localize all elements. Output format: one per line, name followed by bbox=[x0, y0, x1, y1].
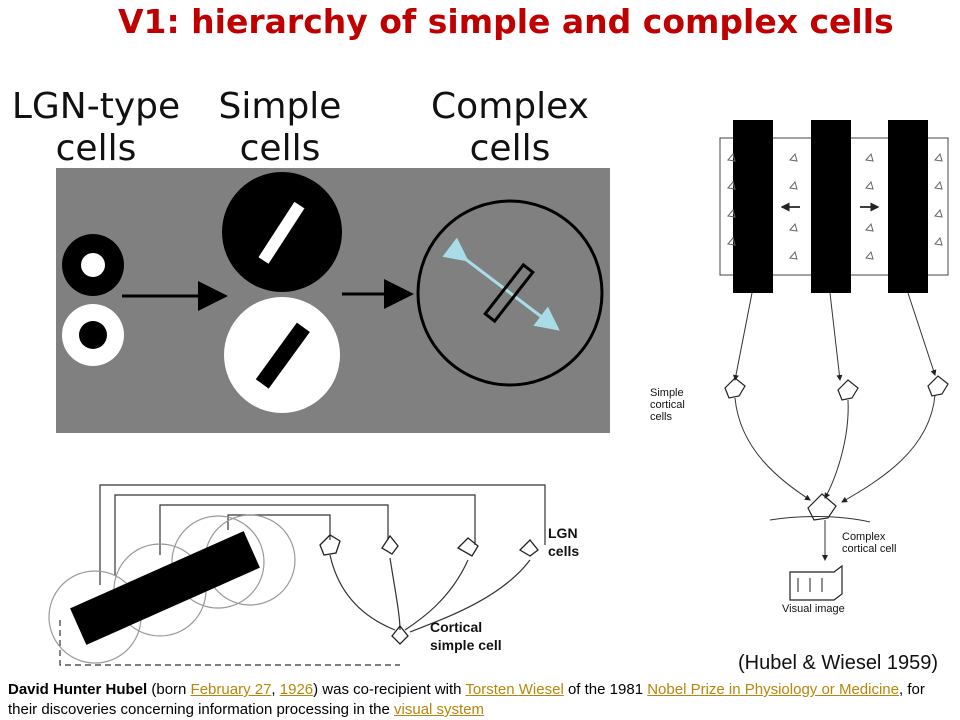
lgn-cell-1 bbox=[319, 534, 341, 556]
caption-text-5: , for their discoveries concerning infor… bbox=[8, 681, 925, 718]
slide-title: V1: hierarchy of simple and complex cell… bbox=[118, 2, 894, 41]
lgn-cell-3 bbox=[456, 537, 479, 557]
simple-cortical-cells-label: Simple cortical cells bbox=[650, 387, 688, 423]
lgn-off-center-cell bbox=[62, 304, 124, 366]
simple-heading-line1: Simple bbox=[218, 86, 342, 127]
complex-cell bbox=[416, 199, 604, 387]
caption: David Hunter Hubel (born February 27, 19… bbox=[8, 680, 958, 720]
caption-text-1: (born bbox=[147, 681, 191, 698]
lgn-receptive-field-3 bbox=[171, 515, 265, 609]
lgn-heading-line1: LGN-type bbox=[11, 86, 181, 127]
stimulus-bar-3 bbox=[888, 120, 928, 293]
caption-text-4: of the 1981 bbox=[563, 681, 648, 698]
visual-image-box bbox=[789, 564, 843, 601]
link-birth-date[interactable]: February 27 bbox=[190, 681, 272, 698]
lgn-cell-2 bbox=[381, 534, 399, 555]
simple-cell-dark-bar bbox=[224, 297, 340, 413]
lgn-stimulus-bar bbox=[70, 531, 260, 645]
link-nobel-prize[interactable]: Nobel Prize in Physiology or Medicine bbox=[647, 681, 899, 698]
cortical-simple-cell bbox=[391, 624, 409, 645]
stimulus-bar-2 bbox=[811, 120, 851, 293]
simple-heading-line2: cells bbox=[239, 128, 321, 169]
caption-text-3: ) was co-recipient with bbox=[313, 681, 466, 698]
lgn-wiring-figure: LGN cells Cortical simple cell bbox=[48, 484, 581, 666]
complex-cells-heading: Complex cells bbox=[420, 86, 600, 170]
hubel-wiesel-figure: Simple cortical cells Complex cortical c… bbox=[650, 120, 949, 615]
simple-cortical-cell-2 bbox=[837, 379, 859, 401]
lgn-heading-line2: cells bbox=[55, 128, 137, 169]
complex-cortical-cell bbox=[807, 493, 837, 521]
complex-heading-line1: Complex bbox=[431, 86, 589, 127]
cortical-simple-cell-label: Cortical simple cell bbox=[430, 619, 502, 653]
lgn-cells-heading: LGN-type cells bbox=[6, 86, 186, 170]
lgn-cells-label: LGN cells bbox=[548, 525, 581, 559]
complex-heading-line2: cells bbox=[469, 128, 551, 169]
simple-cell-light-bar bbox=[222, 172, 342, 292]
lgn-on-center-cell bbox=[62, 234, 124, 296]
simple-cortical-cell-3 bbox=[927, 375, 949, 397]
hierarchy-panel bbox=[56, 168, 610, 433]
caption-text-2: , bbox=[271, 681, 280, 698]
caption-name: David Hunter Hubel bbox=[8, 681, 148, 698]
link-visual-system[interactable]: visual system bbox=[394, 701, 485, 718]
stimulus-bar-1 bbox=[733, 120, 773, 293]
lgn-cell-4 bbox=[518, 539, 539, 557]
visual-image-label: Visual image bbox=[782, 603, 845, 615]
complex-cortical-cell-label: Complex cortical cell bbox=[842, 531, 896, 555]
simple-cortical-cell-1 bbox=[724, 377, 746, 399]
link-birth-year[interactable]: 1926 bbox=[279, 681, 314, 698]
simple-cells-heading: Simple cells bbox=[210, 86, 350, 170]
citation: (Hubel & Wiesel 1959) bbox=[738, 652, 939, 674]
link-torsten-wiesel[interactable]: Torsten Wiesel bbox=[465, 681, 564, 698]
